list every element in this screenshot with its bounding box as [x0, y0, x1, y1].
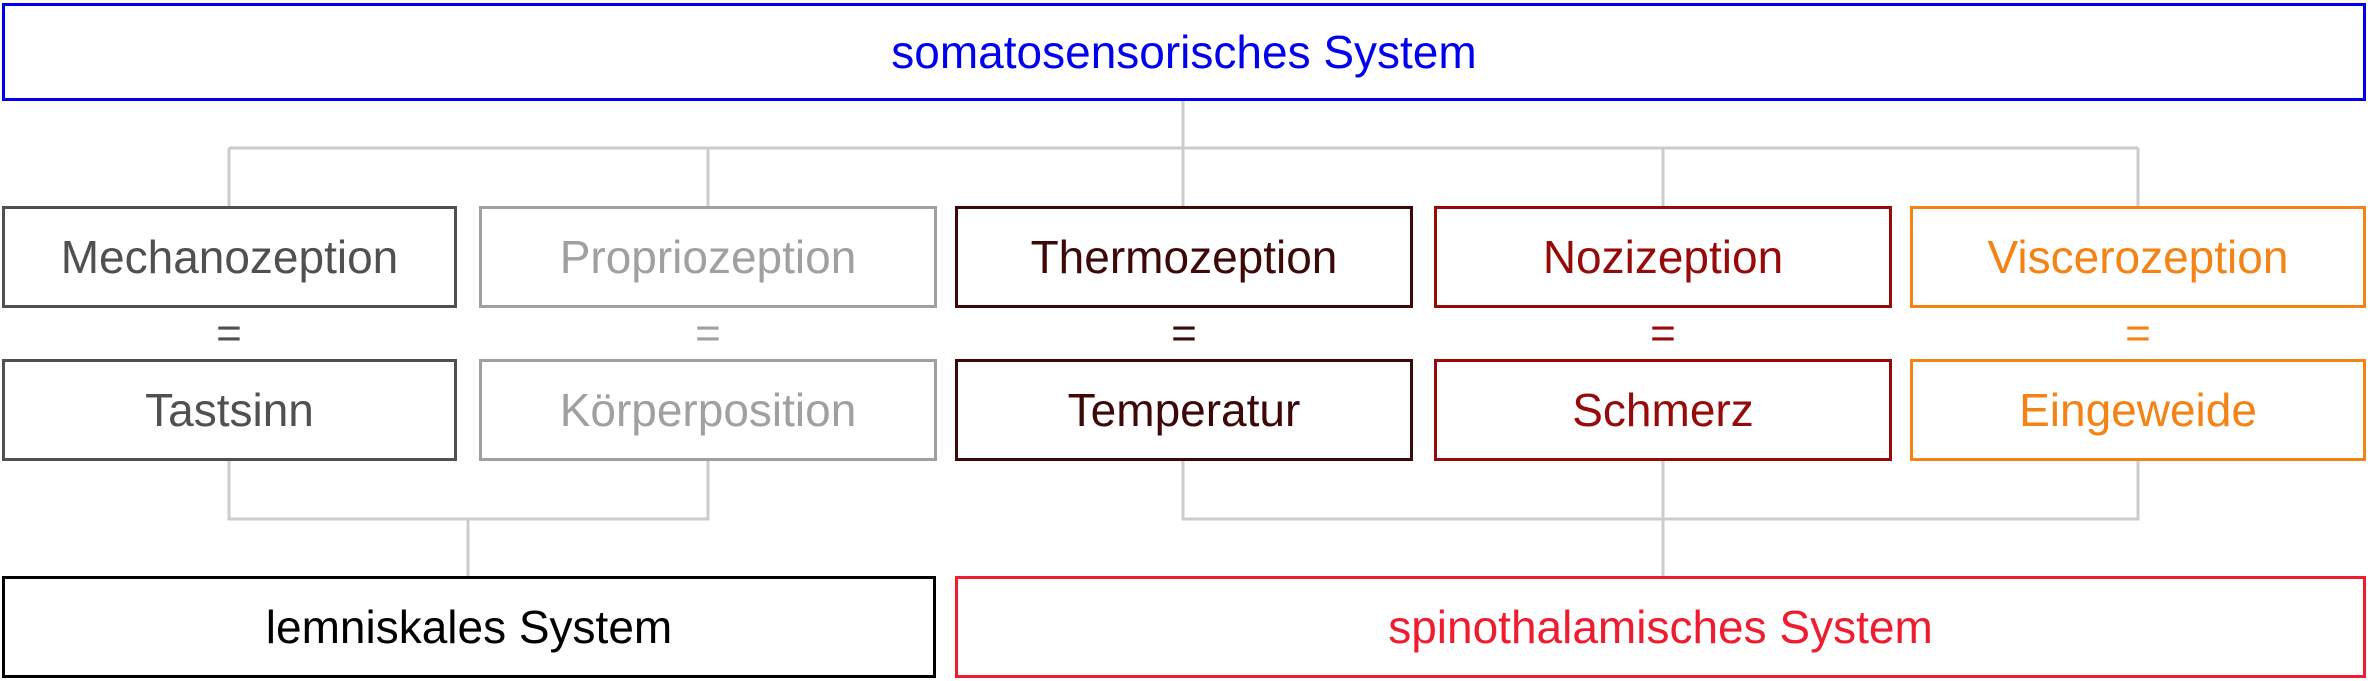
system-node-lemniscal: lemniskales System [2, 576, 936, 678]
category-node-mechanozeption: Mechanozeption [2, 206, 457, 308]
meaning-node-temperatur: Temperatur [955, 359, 1413, 461]
equals-sign-mechanozeption: = [216, 309, 242, 358]
meaning-node-eingeweide: Eingeweide [1910, 359, 2366, 461]
category-node-thermozeption: Thermozeption [955, 206, 1413, 308]
meaning-node-koerperposition: Körperposition [479, 359, 937, 461]
root-node-somatosensory-system: somatosensorisches System [2, 3, 2366, 101]
meaning-node-schmerz: Schmerz [1434, 359, 1892, 461]
category-node-viscerozeption: Viscerozeption [1910, 206, 2366, 308]
equals-sign-nozizeption: = [1650, 309, 1676, 358]
equals-sign-thermozeption: = [1171, 309, 1197, 358]
connector-spin-bracket [1181, 461, 2140, 521]
system-node-spinothalamic: spinothalamisches System [955, 576, 2366, 678]
equals-sign-propriozeption: = [695, 309, 721, 358]
meaning-node-tastsinn: Tastsinn [2, 359, 457, 461]
category-node-nozizeption: Nozizeption [1434, 206, 1892, 308]
category-node-propriozeption: Propriozeption [479, 206, 937, 308]
connector-lem-bracket [227, 461, 710, 521]
equals-sign-viscerozeption: = [2125, 309, 2151, 358]
